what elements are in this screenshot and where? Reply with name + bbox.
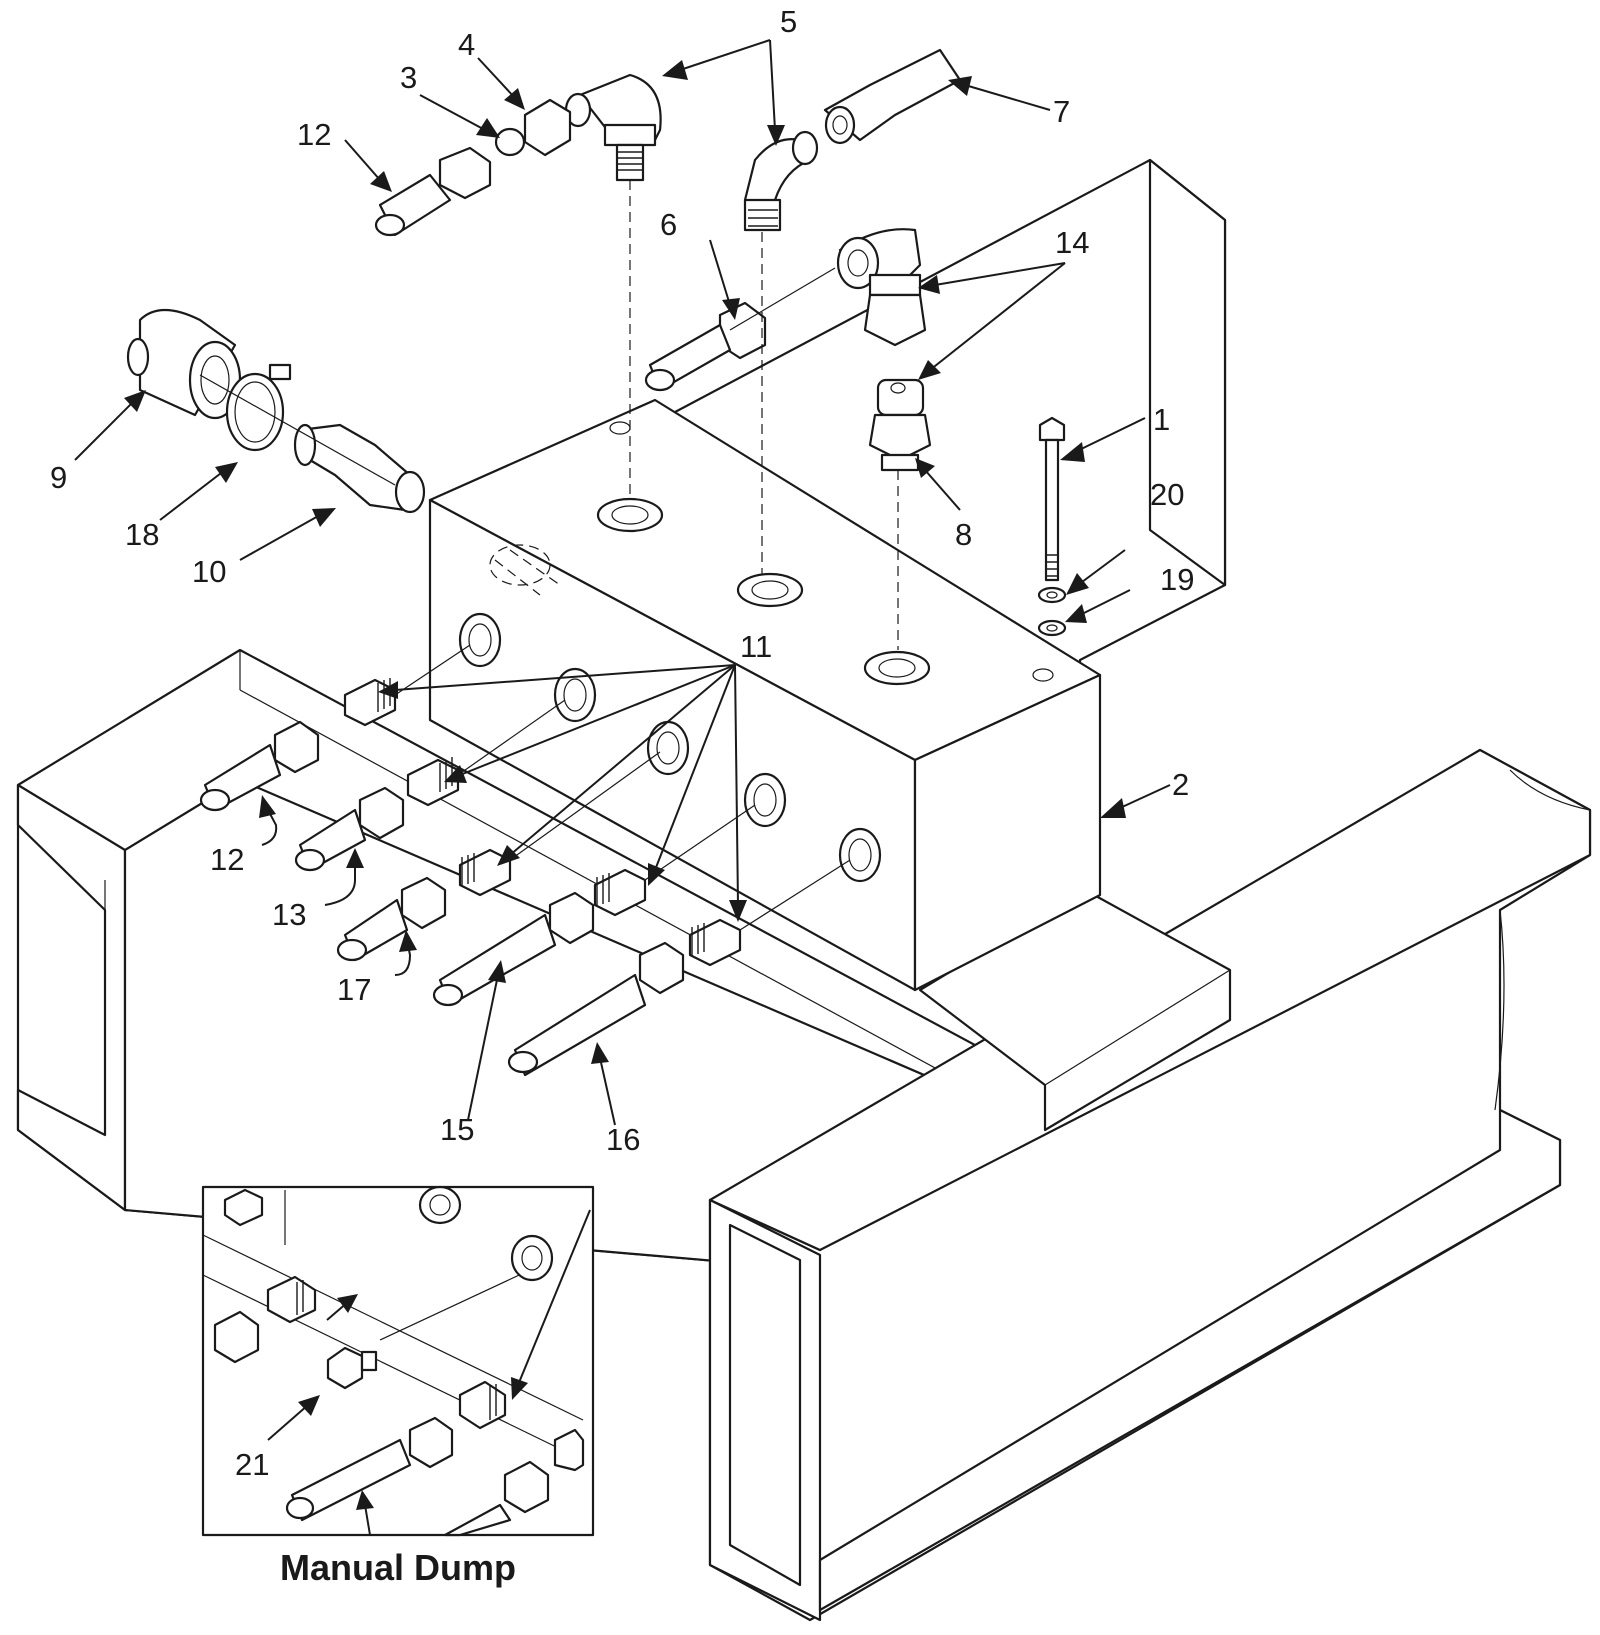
callout-labels: 1 2 3 4 5 6 7 8 9 10 11 12 12 13 14 15 1… [50,4,1194,1157]
elbow-45-fitting-5b [743,130,819,232]
callout-7: 7 [1053,94,1070,129]
callout-8: 8 [955,517,972,552]
manual-dump-inset: 21 Manual Dump [201,1185,595,1588]
bolt-1 [1037,416,1067,637]
barb-fitting-10 [293,423,426,514]
callout-1: 1 [1153,402,1170,437]
hidden-relief-valve [489,544,561,596]
callout-11: 11 [740,629,772,664]
tube-12-top [374,146,492,237]
alignment-lines [199,180,899,931]
callout-15: 15 [440,1112,474,1147]
callout-4: 4 [458,27,475,62]
side-ports [458,612,882,883]
callout-10: 10 [192,554,226,589]
hose-7 [823,48,962,145]
callout-20: 20 [1150,477,1184,512]
callout-13: 13 [272,897,306,932]
callout-19: 19 [1160,562,1194,597]
callout-12-top: 12 [297,117,331,152]
callout-5: 5 [780,4,797,39]
back-plate [658,158,1227,672]
hose-end-9 [126,309,242,420]
callout-6: 6 [660,207,677,242]
adapter-8 [868,378,932,472]
tubes [199,720,685,1077]
callout-12-side: 12 [210,842,244,877]
hose-clamp-18 [225,363,292,452]
swivel-elbow-14 [836,228,927,347]
callout-18: 18 [125,517,159,552]
callout-9: 9 [50,460,67,495]
callout-17: 17 [337,972,371,1007]
inset-title: Manual Dump [280,1547,516,1588]
leader-lines [74,39,1171,1126]
callout-2: 2 [1172,767,1189,802]
manifold-block [428,398,1102,992]
elbow-fitting-5a [564,73,662,182]
straight-fittings-11 [343,678,742,967]
callout-14: 14 [1055,225,1089,260]
inset-detail [202,1185,591,1537]
callout-21: 21 [235,1447,269,1482]
callout-16: 16 [606,1122,640,1157]
callout-3: 3 [400,60,417,95]
reducer-fitting-3-4 [494,98,572,157]
tube-6 [644,301,767,392]
top-ports [596,421,1054,686]
